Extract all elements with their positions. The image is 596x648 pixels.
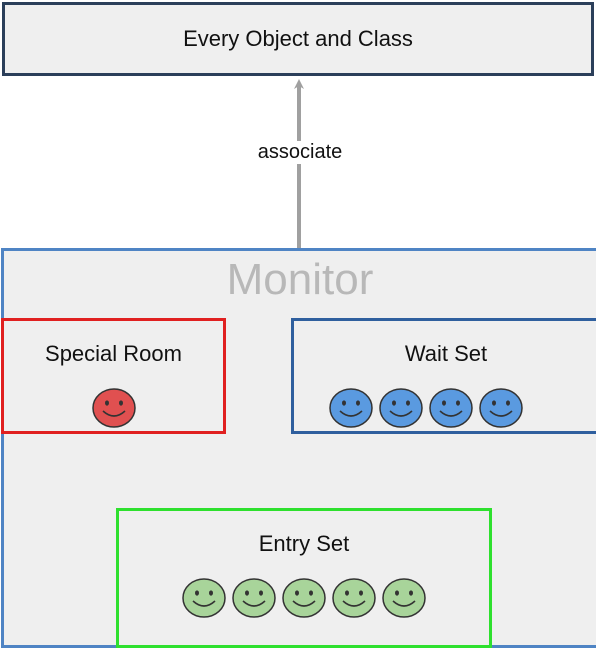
smiley-face-icon xyxy=(479,388,523,428)
smiley-face-icon xyxy=(232,578,276,618)
top-box: Every Object and Class xyxy=(2,2,594,76)
smiley-face-icon xyxy=(429,388,473,428)
smiley-face-icon xyxy=(91,388,136,428)
association-label: associate xyxy=(222,141,378,164)
entry-set-label: Entry Set xyxy=(258,531,350,556)
smiley-face-icon xyxy=(329,388,373,428)
monitor-title: Monitor xyxy=(226,255,374,304)
special-room-faces xyxy=(4,387,223,429)
wait-set-label: Wait Set xyxy=(404,341,488,366)
wait-set-faces xyxy=(254,387,596,429)
smiley-face-icon xyxy=(282,578,326,618)
smiley-face-icon xyxy=(382,578,426,618)
special-room-label: Special Room xyxy=(45,341,182,366)
entry-set-box: Entry Set xyxy=(116,508,492,648)
smiley-face-icon xyxy=(379,388,423,428)
wait-set-box: Wait Set xyxy=(291,318,596,434)
special-room-box: Special Room xyxy=(1,318,226,434)
smiley-face-icon xyxy=(182,578,226,618)
smiley-face-icon xyxy=(332,578,376,618)
entry-set-faces xyxy=(119,577,489,619)
top-box-label: Every Object and Class xyxy=(183,26,413,51)
